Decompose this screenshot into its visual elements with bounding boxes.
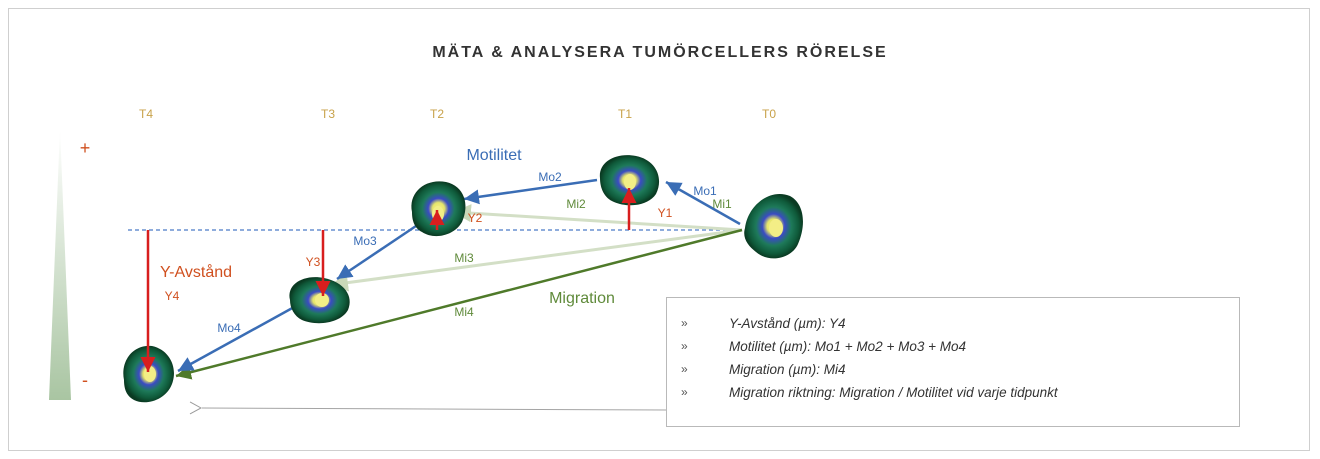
legend-item-direction: Migration riktning: Migration / Motilite… xyxy=(729,385,1058,400)
legend-list: » Y-Avstånd (µm): Y4 » Motilitet (µm): M… xyxy=(667,298,1239,404)
legend-bullet: » xyxy=(681,385,688,399)
scale-minus-sign: - xyxy=(82,370,88,390)
migration-line-mi3 xyxy=(329,228,743,292)
cell-t2 xyxy=(411,181,466,237)
motility-arrow-mo4 xyxy=(177,304,297,373)
motility-label-mo3: Mo3 xyxy=(353,234,377,248)
legend-item-motility: Motilitet (µm): Mo1 + Mo2 + Mo3 + Mo4 xyxy=(729,339,966,354)
migration-label-mi3: Mi3 xyxy=(454,251,474,265)
legend-bullet: » xyxy=(681,362,688,376)
legend-box: » Y-Avstånd (µm): Y4 » Motilitet (µm): M… xyxy=(666,297,1240,427)
migration-label-mi1: Mi1 xyxy=(712,197,732,211)
y-label-y1: Y1 xyxy=(658,206,673,220)
time-label-t4: T4 xyxy=(139,107,153,121)
time-label-t0: T0 xyxy=(762,107,776,121)
motility-arrow-mo1 xyxy=(665,180,741,226)
y-scale-wedge xyxy=(49,128,71,400)
legend-bullet: » xyxy=(681,339,688,353)
legend-bullet: » xyxy=(681,316,688,330)
motility-arrow-mo3 xyxy=(336,224,417,281)
direction-arrow xyxy=(202,408,669,410)
cell-t0 xyxy=(744,193,803,259)
motility-label-mo2: Mo2 xyxy=(538,170,562,184)
y-label-y3: Y3 xyxy=(306,255,321,269)
time-label-t1: T1 xyxy=(618,107,632,121)
time-label-t2: T2 xyxy=(430,107,444,121)
diagram-title: MÄTA & ANALYSERA TUMÖRCELLERS RÖRELSE xyxy=(432,44,888,61)
legend-item: » Migration riktning: Migration / Motili… xyxy=(667,381,1239,404)
migration-label-mi4: Mi4 xyxy=(454,305,474,319)
legend-item-migration: Migration (µm): Mi4 xyxy=(729,362,846,377)
cell-t3 xyxy=(289,277,350,324)
migration-line-mi4 xyxy=(175,228,743,380)
legend-item: » Motilitet (µm): Mo1 + Mo2 + Mo3 + Mo4 xyxy=(667,335,1239,358)
y-label-y2: Y2 xyxy=(468,211,483,225)
migration-line-mi2 xyxy=(452,204,743,232)
motility-heading: Motilitet xyxy=(466,147,522,164)
migration-label-mi2: Mi2 xyxy=(566,197,586,211)
legend-item: » Y-Avstånd (µm): Y4 xyxy=(667,312,1239,335)
motility-label-mo1: Mo1 xyxy=(693,184,717,198)
migration-heading: Migration xyxy=(549,290,615,307)
motility-arrow-mo2 xyxy=(463,178,598,205)
legend-item-y-distance: Y-Avstånd (µm): Y4 xyxy=(729,316,846,331)
legend-item: » Migration (µm): Mi4 xyxy=(667,358,1239,381)
y-distance-heading: Y-Avstånd xyxy=(160,263,232,281)
time-label-t3: T3 xyxy=(321,107,335,121)
cell-t1 xyxy=(599,155,660,206)
scale-plus-sign: + xyxy=(80,138,91,158)
y-label-y4: Y4 xyxy=(165,289,180,303)
motility-label-mo4: Mo4 xyxy=(217,321,241,335)
